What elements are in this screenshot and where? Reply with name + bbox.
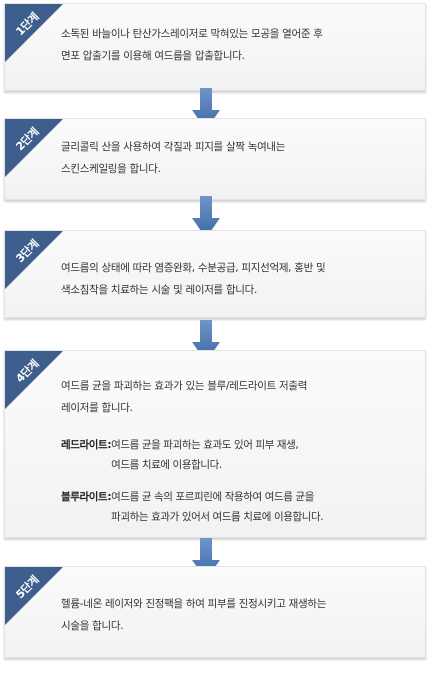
step-badge (5, 4, 63, 62)
detail-text: 여드름 균을 파괴하는 효과도 있어 피부 재생, 여드름 치료에 이용합니다. (111, 435, 299, 475)
step-1-card: 1단계 소독된 바늘이나 탄산가스레이저로 막혀있는 모공을 열어준 후 면포 … (4, 3, 426, 91)
step-4-card: 4단계 여드름 균을 파괴하는 효과가 있는 블루/레드라이트 저출력 레이저를… (4, 350, 426, 538)
step-description: 글리콜릭 산을 사용하여 각질과 피지를 살짝 녹여내는 스킨스케일링을 합니다… (61, 136, 419, 180)
step-badge (5, 231, 63, 289)
red-light-detail: 레드라이트: 여드름 균을 파괴하는 효과도 있어 피부 재생, 여드름 치료에… (61, 435, 423, 475)
detail-text-line: 여드름 균 속의 포르피린에 작용하여 여드름 균을 (111, 491, 314, 503)
step-description-line: 시술을 합니다. (61, 620, 124, 632)
step-description: 소독된 바늘이나 탄산가스레이저로 막혀있는 모공을 열어준 후 면포 압출기를… (61, 23, 419, 67)
detail-text-line: 여드름 균을 파괴하는 효과도 있어 피부 재생, (111, 439, 299, 451)
step-badge (5, 567, 63, 625)
step-description-line: 소독된 바늘이나 탄산가스레이저로 막혀있는 모공을 열어준 후 (61, 28, 323, 40)
blue-light-detail: 블루라이트: 여드름 균 속의 포르피린에 작용하여 여드름 균을 파괴하는 효… (61, 487, 423, 527)
step-description-line: 색소침착을 치료하는 시술 및 레이저를 합니다. (61, 284, 258, 296)
step-description-line: 여드름 균을 파괴하는 효과가 있는 블루/레드라이트 저출력 (61, 380, 308, 392)
detail-term: 레드라이트: (61, 439, 112, 451)
step-description: 여드름 균을 파괴하는 효과가 있는 블루/레드라이트 저출력 레이저를 합니다… (61, 375, 419, 419)
step-3-card: 3단계 여드름의 상태에 따라 염증완화, 수분공급, 피지선억제, 홍반 및 … (4, 230, 426, 318)
step-badge (5, 351, 63, 409)
detail-text-line: 파괴하는 효과가 있어서 여드름 치료에 이용합니다. (111, 511, 324, 523)
step-description: 헬륨-네온 레이저와 진정팩을 하여 피부를 진정시키고 재생하는 시술을 합니… (61, 593, 419, 637)
detail-text: 여드름 균 속의 포르피린에 작용하여 여드름 균을 파괴하는 효과가 있어서 … (111, 487, 323, 527)
down-arrow-icon (192, 196, 220, 238)
step-description-line: 스킨스케일링을 합니다. (61, 163, 161, 175)
step-badge (5, 119, 63, 177)
step-description-line: 레이저를 합니다. (61, 402, 133, 414)
detail-text-line: 여드름 치료에 이용합니다. (111, 459, 222, 471)
step-description-line: 면포 압출기를 이용해 여드름을 압출합니다. (61, 50, 245, 62)
step-description: 여드름의 상태에 따라 염증완화, 수분공급, 피지선억제, 홍반 및 색소침착… (61, 257, 419, 301)
detail-term: 블루라이트: (61, 491, 112, 503)
step-2-card: 2단계 글리콜릭 산을 사용하여 각질과 피지를 살짝 녹여내는 스킨스케일링을… (4, 118, 426, 200)
step-description-line: 글리콜릭 산을 사용하여 각질과 피지를 살짝 녹여내는 (61, 141, 286, 153)
step-description-line: 헬륨-네온 레이저와 진정팩을 하여 피부를 진정시키고 재생하는 (61, 598, 327, 610)
step-description-line: 여드름의 상태에 따라 염증완화, 수분공급, 피지선억제, 홍반 및 (61, 262, 326, 274)
step-5-card: 5단계 헬륨-네온 레이저와 진정팩을 하여 피부를 진정시키고 재생하는 시술… (4, 566, 426, 658)
